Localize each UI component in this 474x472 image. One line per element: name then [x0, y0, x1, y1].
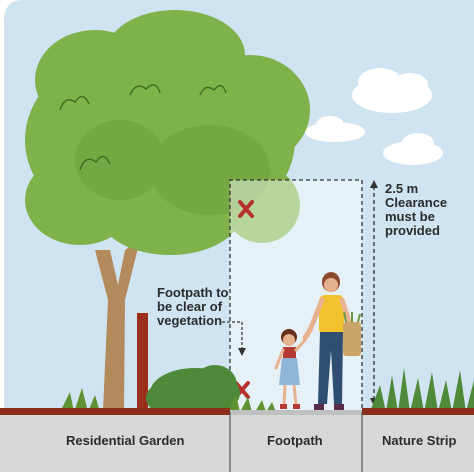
clearance-label: 2.5 m Clearance must be provided: [385, 182, 457, 238]
ground-label-residential: Residential Garden: [66, 433, 184, 448]
ground-label-nature: Nature Strip: [382, 433, 456, 448]
footpath-vegetation-label: Footpath to be clear of vegetation: [157, 286, 229, 328]
ground-label-footpath: Footpath: [267, 433, 323, 448]
soil-line-residential: [0, 408, 230, 415]
footpath-surface: [230, 410, 362, 415]
soil-line-nature: [362, 408, 474, 415]
